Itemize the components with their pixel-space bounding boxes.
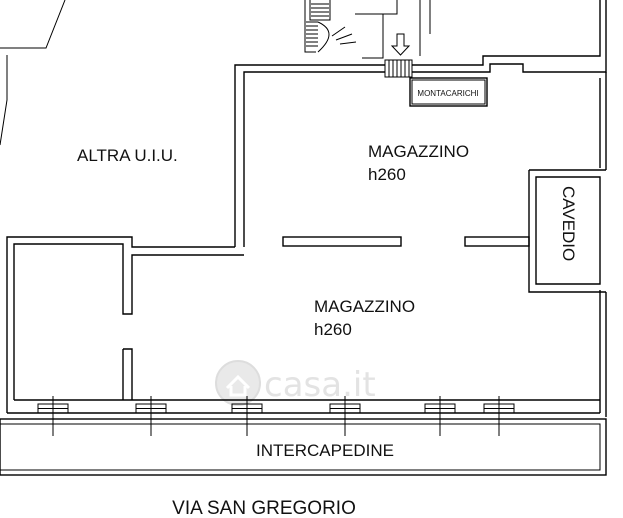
upper-storage-height: h260 [368, 165, 406, 184]
building-walls [6, 0, 607, 417]
interior-partitions [282, 169, 606, 293]
window [231, 396, 263, 436]
street-name: VIA SAN GREGORIO [172, 498, 356, 518]
window [329, 396, 361, 436]
cavity-label: INTERCAPEDINE [256, 441, 394, 460]
watermark: casa.it [215, 360, 376, 406]
window [37, 396, 69, 436]
entry-arrow-icon [390, 33, 411, 56]
window [483, 396, 515, 436]
cavity-strip [0, 418, 607, 476]
staircase [304, 0, 431, 59]
window [135, 396, 167, 436]
other-unit-boundary [0, 0, 66, 146]
lower-storage-name: MAGAZZINO [314, 297, 415, 316]
freight-lift-label: MONTACARICHI [417, 89, 478, 98]
upper-storage-name: MAGAZZINO [368, 142, 469, 161]
window [424, 396, 456, 436]
watermark-house-icon [225, 374, 251, 397]
other-unit-label: ALTRA U.I.U. [77, 146, 178, 165]
freight-lift: MONTACARICHI [390, 33, 488, 107]
windows [37, 396, 515, 436]
watermark-logo-icon [215, 360, 261, 406]
lightwell-label: CAVEDIO [559, 186, 578, 261]
watermark-text: casa.it [264, 365, 376, 405]
lower-storage-height: h260 [314, 320, 352, 339]
